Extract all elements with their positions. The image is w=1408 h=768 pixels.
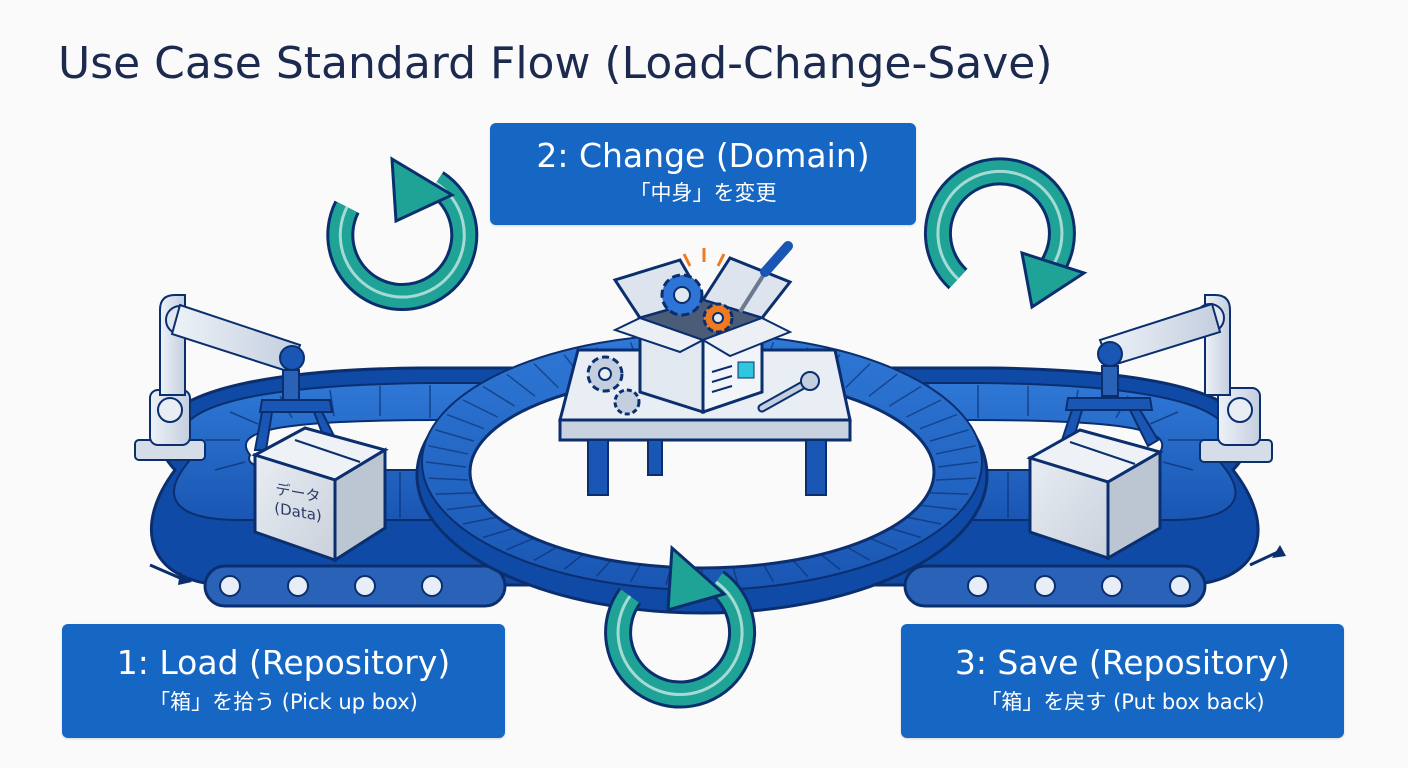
spark-icon: [682, 248, 726, 267]
belt-slat: [506, 373, 536, 397]
belt-slat: [563, 553, 585, 570]
belt-slat: [937, 461, 979, 468]
belt-slat: [629, 563, 642, 583]
step-load-subtitle: 「箱」を拾う (Pick up box): [149, 689, 418, 714]
cycle-arrow-icon: [326, 156, 479, 311]
step-save-subtitle: 「箱」を戻す (Put box back): [980, 689, 1265, 714]
belt-slat: [868, 373, 898, 397]
belt-slat: [435, 429, 475, 442]
belt-slat: [791, 558, 809, 578]
cardboard-box-icon: [612, 256, 793, 415]
cardboard-box-icon: [251, 426, 389, 563]
cycle-arrow-icon: [923, 157, 1088, 310]
belt-slat: [889, 527, 922, 539]
step-change-subtitle: 「中身」を変更: [629, 180, 777, 205]
belt-slat: [428, 477, 469, 481]
step-change-box: 2: Change (Domain) 「中身」を変更: [490, 123, 916, 225]
page-title: Use Case Standard Flow (Load-Change-Save…: [58, 38, 1053, 89]
belt-slat: [435, 492, 475, 495]
belt-slat: [868, 537, 898, 551]
belt-slat: [482, 385, 516, 407]
belt-slat: [425, 461, 467, 468]
belt-slat: [533, 363, 559, 389]
belt-slat: [845, 363, 871, 389]
step-save-box: 3: Save (Repository) 「箱」を戻す (Put box bac…: [901, 624, 1344, 738]
belt-slat: [428, 445, 469, 455]
wrench-icon: [757, 371, 820, 413]
belt-slat: [462, 399, 498, 418]
belt-slat: [906, 516, 942, 525]
belt-slat: [919, 413, 958, 430]
screwdriver-icon: [738, 241, 793, 314]
belt-slat: [819, 553, 841, 570]
belt-slat: [906, 399, 942, 418]
belt-slat: [506, 537, 536, 551]
cardboard-box-icon: [1026, 428, 1164, 561]
gear-icon: [586, 273, 734, 416]
step-load-title: 1: Load (Repository): [116, 643, 451, 682]
robot-arm-icon: [1060, 294, 1273, 463]
belt-slat: [533, 545, 559, 562]
belt-slat: [919, 504, 958, 511]
belt-slat: [935, 477, 976, 481]
belt-slat: [762, 563, 775, 583]
belt-slat: [446, 504, 485, 511]
step-load-box: 1: Load (Repository) 「箱」を拾う (Pick up box…: [62, 624, 505, 738]
belt-slat: [462, 516, 498, 525]
step-save-title: 3: Save (Repository): [954, 643, 1291, 682]
belt-slat: [595, 558, 613, 578]
belt-slat: [929, 492, 969, 495]
robot-arm-icon: [134, 294, 340, 461]
belt-slat: [732, 565, 739, 586]
belt-slat: [446, 413, 485, 430]
belt-slat: [935, 445, 976, 455]
belt-slat: [482, 527, 515, 539]
belt-slat: [845, 545, 871, 562]
cycle-arrow-icon: [604, 544, 757, 709]
step-change-title: 2: Change (Domain): [536, 136, 870, 175]
belt-slat: [929, 429, 969, 442]
belt-slat: [888, 385, 922, 407]
